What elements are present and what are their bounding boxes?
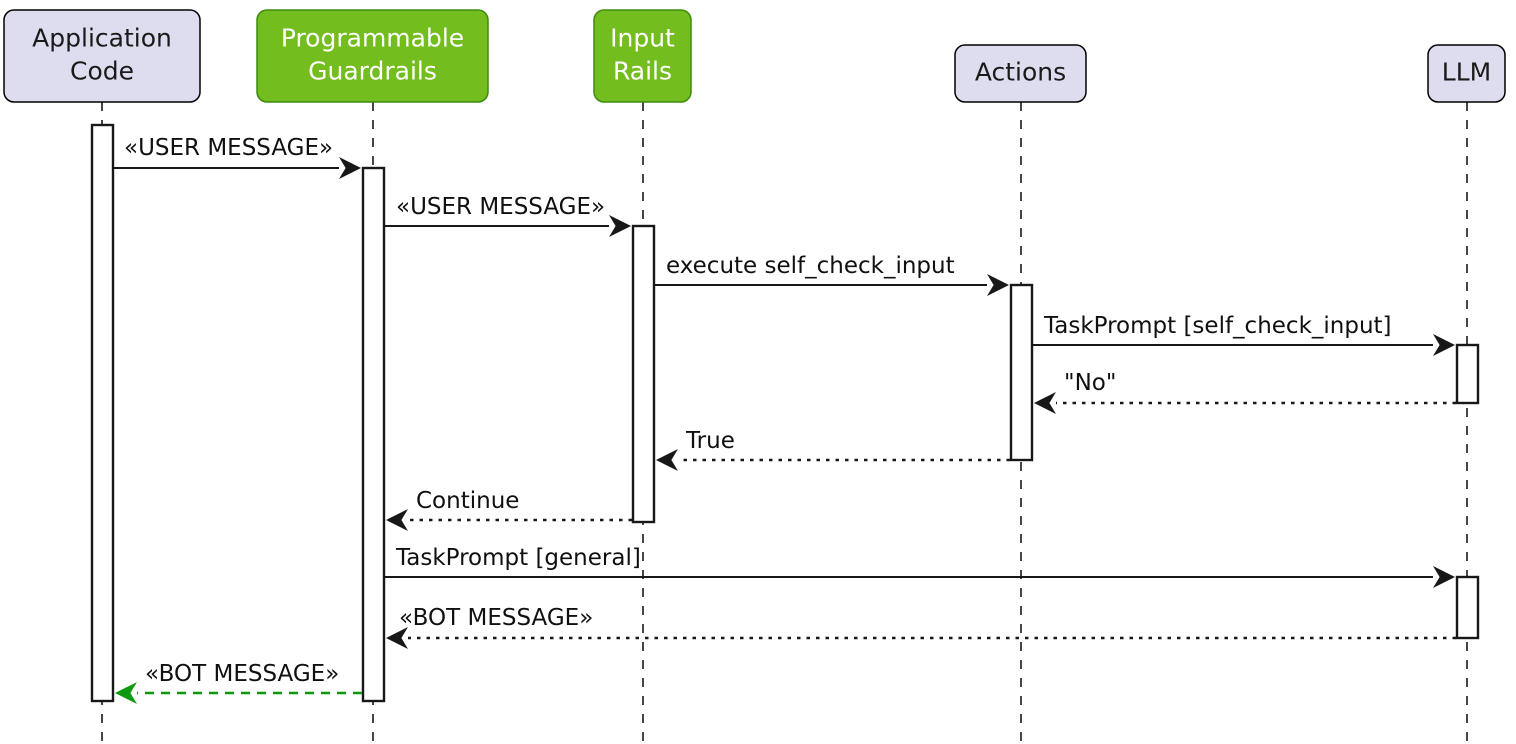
messages-layer: «USER MESSAGE» «USER MESSAGE» execute self…: [113, 135, 1456, 704]
participant-actions[interactable]: Actions: [954, 44, 1087, 103]
participant-label-application-code-line-0: Application: [32, 24, 172, 53]
participant-box-application-code[interactable]: [3, 9, 201, 103]
participant-box-programmable-guardrails[interactable]: [256, 9, 489, 103]
msg-no-label: "No": [1064, 370, 1116, 396]
msg-taskprompt-self-check-input-label: TaskPrompt [self_check_input]: [1043, 313, 1392, 339]
msg-user-message-1-arrowhead: [339, 157, 361, 179]
activations-layer: [90, 123, 1480, 703]
msg-taskprompt-self-check-input-arrowhead: [1433, 334, 1455, 356]
participant-box-actions[interactable]: [954, 44, 1087, 103]
participant-label-llm-line-0: LLM: [1442, 58, 1491, 87]
msg-taskprompt-general-arrowhead: [1433, 566, 1455, 588]
msg-no-arrowhead: [1034, 392, 1056, 414]
msg-taskprompt-general: TaskPrompt [general]: [384, 545, 1455, 588]
msg-true-arrowhead: [656, 449, 678, 471]
participant-label-programmable-guardrails-line-1: Guardrails: [308, 57, 437, 86]
msg-no: "No": [1034, 370, 1456, 414]
activation-input-rails: [631, 224, 656, 524]
participant-label-application-code-line-1: Code: [70, 57, 134, 86]
msg-execute-self-check-input-arrowhead: [987, 274, 1009, 296]
activation-llm-1: [1455, 343, 1480, 405]
msg-taskprompt-general-label: TaskPrompt [general]: [395, 545, 641, 571]
activation-application-code: [90, 123, 115, 703]
msg-continue-arrowhead: [386, 509, 408, 531]
msg-bot-message-1: «BOT MESSAGE»: [386, 605, 1456, 649]
msg-user-message-2-arrowhead: [609, 215, 631, 237]
activation-actions: [1009, 283, 1034, 462]
msg-continue: Continue: [386, 488, 632, 531]
msg-continue-label: Continue: [416, 488, 519, 514]
lifelines-layer: [101, 102, 1468, 744]
msg-user-message-1-label: «USER MESSAGE»: [124, 135, 333, 161]
participant-label-input-rails-line-0: Input: [610, 24, 675, 53]
msg-taskprompt-self-check-input: TaskPrompt [self_check_input]: [1032, 313, 1455, 356]
participant-box-input-rails[interactable]: [593, 9, 692, 103]
participant-label-programmable-guardrails-line-0: Programmable: [281, 24, 464, 53]
msg-user-message-1: «USER MESSAGE»: [113, 135, 361, 179]
participant-label-actions-line-0: Actions: [975, 58, 1066, 87]
participant-llm[interactable]: LLM: [1427, 44, 1506, 103]
participant-label-input-rails-line-1: Rails: [613, 57, 672, 86]
msg-bot-message-1-arrowhead: [386, 627, 408, 649]
msg-bot-message-2-label: «BOT MESSAGE»: [145, 661, 339, 687]
participant-box-llm[interactable]: [1427, 44, 1506, 103]
activation-programmable-guardrails: [361, 166, 386, 703]
msg-true: True: [656, 428, 1010, 471]
msg-execute-self-check-input: execute self_check_input: [654, 253, 1009, 296]
activation-llm-2: [1455, 575, 1480, 640]
msg-bot-message-2: «BOT MESSAGE»: [115, 661, 362, 704]
msg-user-message-2: «USER MESSAGE»: [384, 194, 631, 237]
msg-bot-message-1-label: «BOT MESSAGE»: [399, 605, 593, 631]
msg-true-label: True: [685, 428, 735, 454]
msg-user-message-2-label: «USER MESSAGE»: [396, 194, 605, 220]
msg-execute-self-check-input-label: execute self_check_input: [666, 253, 955, 279]
msg-bot-message-2-arrowhead: [115, 682, 137, 704]
